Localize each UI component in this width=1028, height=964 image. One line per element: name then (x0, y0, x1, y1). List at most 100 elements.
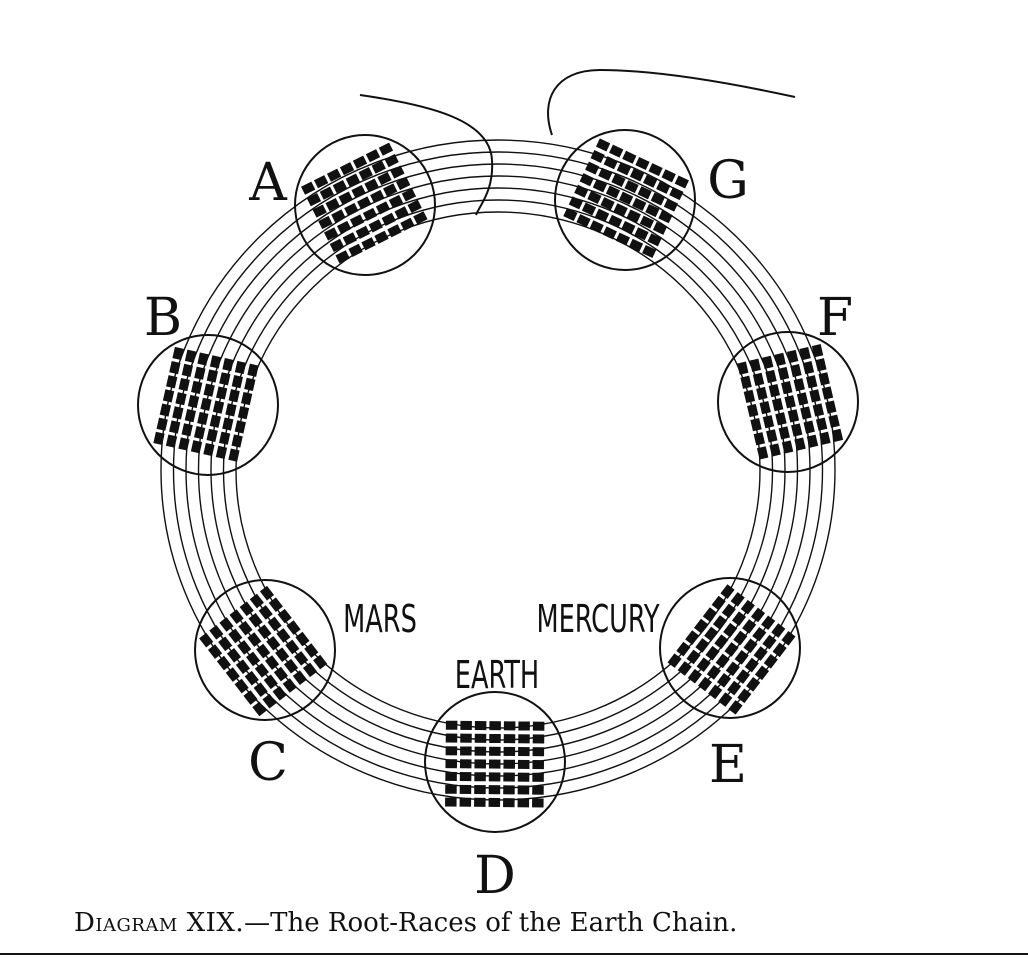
sub-race-block (209, 414, 221, 428)
sub-race-block (687, 668, 702, 684)
sub-race-block (234, 678, 249, 694)
sub-race-block (752, 372, 765, 386)
sub-race-block (216, 655, 232, 671)
sub-race-block (796, 392, 809, 406)
sub-race-block (589, 220, 604, 234)
sub-race-block (156, 417, 168, 431)
sub-race-block (488, 785, 501, 795)
sub-race-block (759, 400, 771, 415)
sub-race-block (329, 238, 345, 253)
sub-race-block (264, 655, 280, 670)
globe-a (294, 134, 436, 276)
sub-race-block (809, 389, 821, 403)
sub-race-block (225, 667, 240, 682)
sub-race-block (781, 631, 796, 646)
sub-race-block (825, 400, 837, 414)
sub-race-block (754, 665, 770, 681)
sub-race-block (674, 175, 689, 189)
sub-race-block (594, 208, 610, 222)
planet-label-mars: MARS (343, 597, 417, 641)
globe-e (659, 577, 801, 719)
sub-race-block (563, 207, 578, 221)
sub-race-block (445, 784, 457, 794)
globe-circle (424, 691, 566, 833)
sub-race-block (312, 204, 327, 218)
sub-race-block (648, 163, 663, 177)
sub-race-block (815, 358, 827, 372)
sub-race-block (187, 394, 200, 409)
globe-c (194, 579, 336, 721)
sub-race-block (459, 772, 472, 782)
sub-race-block (352, 155, 368, 169)
sub-race-block (194, 425, 206, 440)
sub-race-block (256, 643, 271, 659)
sub-race-block (169, 420, 181, 434)
sub-race-block (358, 167, 373, 181)
sub-race-block (503, 734, 516, 744)
sub-race-block (518, 721, 530, 731)
sub-race-block (263, 674, 278, 690)
sub-race-block (693, 618, 709, 634)
sub-race-block (459, 759, 472, 769)
globe-circle (294, 134, 436, 276)
sub-race-block (503, 746, 516, 757)
sub-race-block (777, 366, 790, 381)
sub-race-block (247, 632, 262, 647)
sub-race-block (336, 220, 352, 235)
sub-race-block (742, 619, 757, 634)
sub-race-block (704, 626, 719, 642)
sub-race-block (302, 662, 318, 678)
sub-race-block (762, 355, 774, 369)
sub-race-block (628, 238, 644, 252)
sub-race-block (362, 207, 378, 222)
sub-race-block (407, 199, 422, 213)
sub-race-block (445, 720, 458, 730)
sub-race-block (715, 653, 730, 669)
sub-race-block (370, 189, 385, 204)
sub-race-block (622, 150, 637, 164)
sub-race-block (645, 204, 660, 218)
sub-race-block (228, 448, 240, 462)
sub-race-block (169, 361, 181, 375)
sub-race-block (503, 759, 516, 769)
sub-race-block (245, 651, 261, 667)
sub-race-block (206, 428, 218, 442)
sub-race-block (637, 186, 652, 200)
sub-race-block (237, 406, 250, 420)
sub-race-block (247, 363, 259, 377)
sub-race-block (769, 443, 781, 457)
sub-race-block (259, 585, 275, 601)
globe-letter-e: E (709, 735, 747, 795)
sub-race-block (718, 692, 733, 707)
sub-race-block (781, 381, 793, 395)
sub-race-block (474, 733, 487, 743)
sub-race-block (609, 144, 624, 158)
sub-race-block (740, 375, 752, 389)
sub-race-block (218, 636, 233, 652)
sub-race-block (262, 693, 277, 709)
sub-race-block (602, 226, 617, 240)
sub-race-block (714, 634, 729, 649)
sub-race-block (375, 201, 391, 215)
sub-race-block (806, 375, 818, 389)
sub-race-block (401, 188, 417, 202)
caption-prefix: Diagram XIX. (74, 908, 245, 938)
sub-race-block (731, 611, 747, 626)
sub-race-block (740, 599, 755, 615)
sub-race-block (667, 653, 682, 668)
sub-race-block (172, 406, 184, 420)
sub-race-block (532, 772, 544, 782)
sub-race-block (750, 607, 766, 623)
sub-race-block (191, 380, 203, 394)
sub-race-block (325, 197, 340, 212)
sub-race-block (268, 597, 283, 612)
sub-race-block (159, 403, 172, 417)
sub-race-block (605, 185, 621, 199)
sub-race-block (172, 346, 184, 361)
sub-race-block (828, 414, 840, 428)
sub-race-block (371, 160, 386, 174)
sub-race-block (222, 417, 234, 431)
sub-race-block (488, 772, 501, 782)
sub-race-block (708, 684, 723, 700)
sub-race-block (790, 363, 802, 378)
